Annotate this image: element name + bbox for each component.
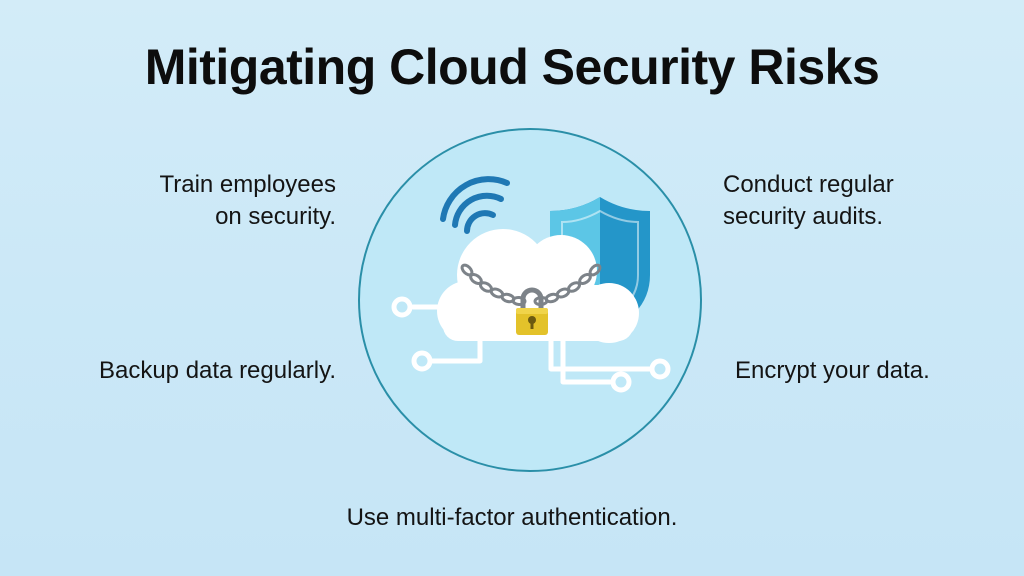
tip-encrypt-data: Encrypt your data. <box>735 357 930 384</box>
tip-security-audits: Conduct regular security audits. <box>723 169 894 233</box>
tip-train-employees: Train employees on security. <box>159 169 336 233</box>
circuit-nodes <box>391 296 671 393</box>
circuit-lines <box>410 304 658 385</box>
tip-line: security audits. <box>723 203 884 230</box>
page-title: Mitigating Cloud Security Risks <box>144 39 880 95</box>
tip-line: Train employees <box>159 171 336 198</box>
tip-line: on security. <box>215 203 336 230</box>
wifi-icon <box>440 176 510 234</box>
tip-line: Conduct regular <box>723 171 894 198</box>
cloud-security-illustration <box>358 128 702 472</box>
tip-mfa: Use multi-factor authentication. <box>346 504 678 531</box>
chain-icon <box>460 263 602 307</box>
tip-backup-data: Backup data regularly. <box>98 357 336 384</box>
padlock-icon <box>516 287 548 335</box>
